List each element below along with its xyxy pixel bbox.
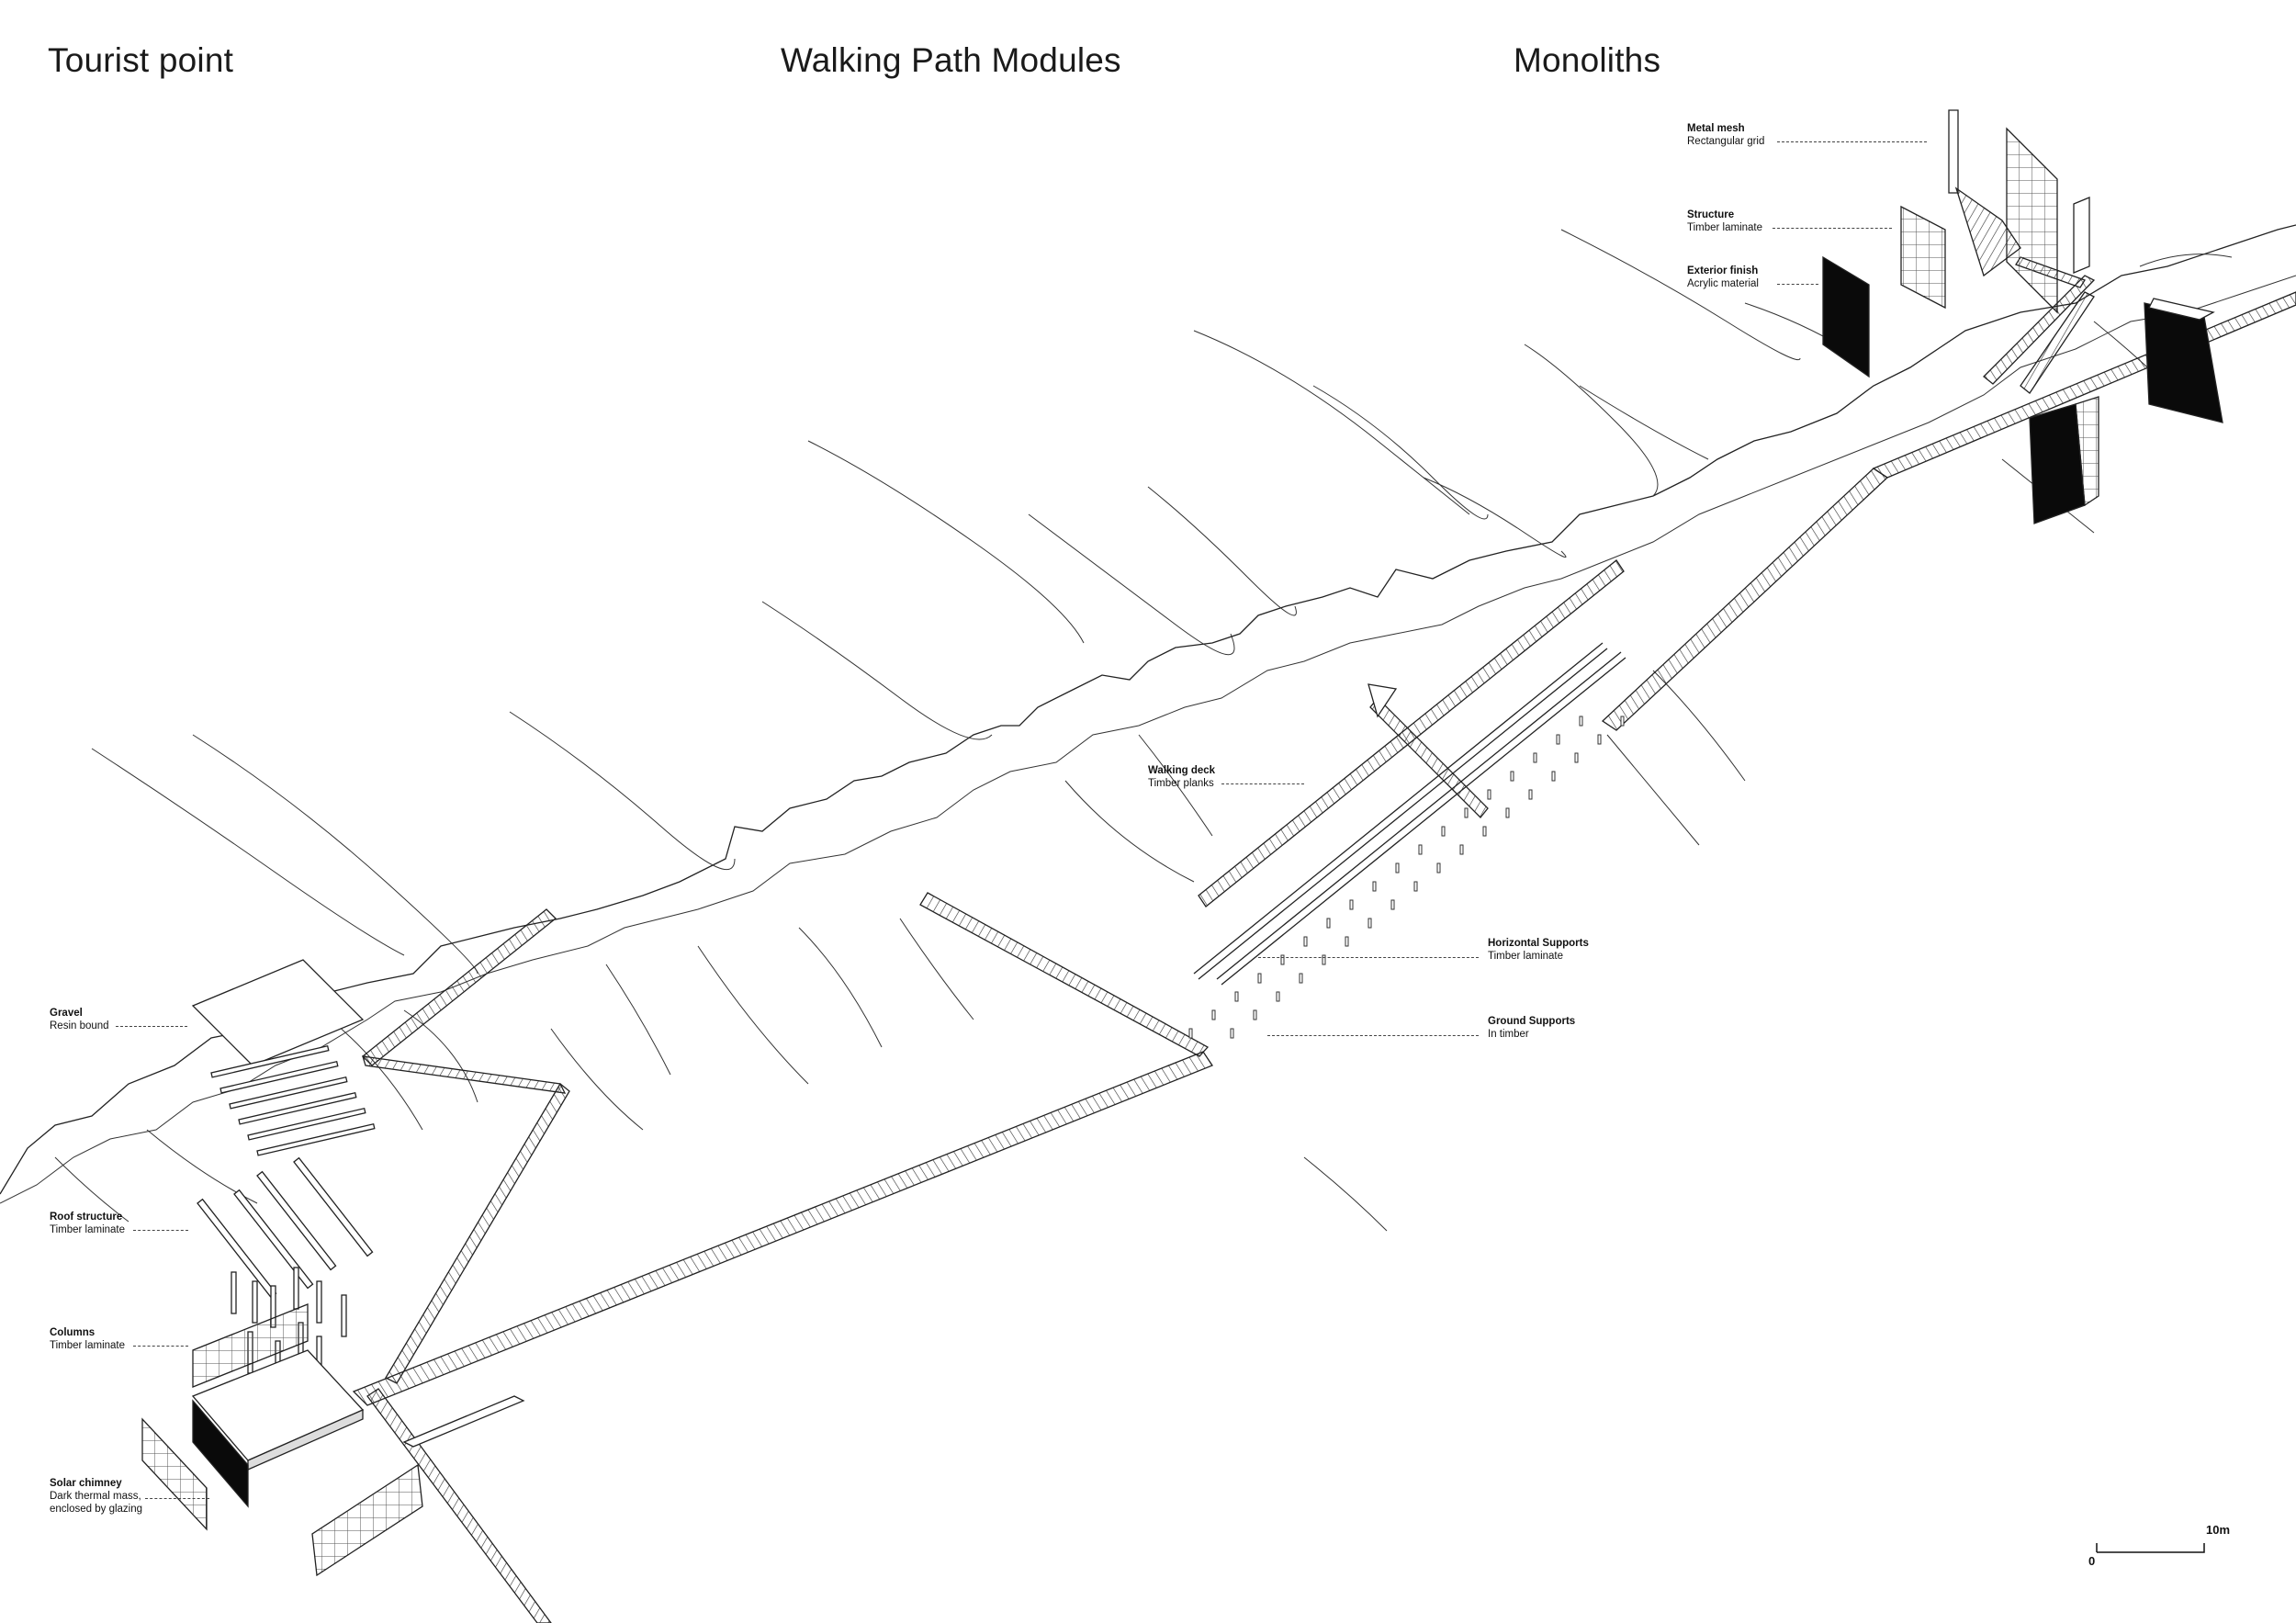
callout-ground-sub: In timber	[1488, 1029, 1529, 1040]
callout-gravel-sub: Resin bound	[50, 1020, 109, 1031]
structure-stair	[1954, 186, 2021, 277]
callout-gravel-label: Gravel	[50, 1008, 83, 1019]
leader-chimney	[145, 1498, 209, 1499]
canyon-lower-edge	[0, 275, 2296, 1204]
scale-bar-start: 0	[2088, 1554, 2096, 1568]
solar-chimney-dark-wall	[192, 1399, 249, 1508]
gravel-roof-plane	[191, 959, 365, 1066]
callout-structure-label: Structure	[1687, 209, 1735, 220]
leader-roof	[133, 1230, 188, 1231]
monolith-2-side	[2075, 396, 2099, 507]
monolith-exploded	[1822, 109, 2223, 524]
title-monoliths: Monoliths	[1514, 41, 1661, 79]
callout-exterior-sub: Acrylic material	[1687, 278, 1759, 289]
canyon-ridge	[0, 224, 2296, 1195]
leader-gravel	[116, 1026, 187, 1027]
callout-horizontal-sub: Timber laminate	[1488, 951, 1564, 962]
boardwalk-main-long	[352, 1051, 1213, 1406]
glazing-panel-back	[192, 1303, 309, 1388]
callout-horizontal: Horizontal Supports Timber laminate	[1488, 937, 1589, 963]
title-walking-path: Walking Path Modules	[781, 41, 1121, 79]
boardwalk-monolith-long	[1601, 468, 1889, 731]
callout-deck-sub: Timber planks	[1148, 778, 1214, 789]
callout-chimney: Solar chimney Dark thermal mass, enclose…	[50, 1477, 142, 1516]
leader-ground	[1267, 1035, 1479, 1036]
callout-roof-sub: Timber laminate	[50, 1224, 126, 1235]
walking-deck-cross	[1369, 697, 1489, 818]
boardwalk-zigzag-c	[362, 1055, 567, 1094]
callout-exterior-label: Exterior finish	[1687, 265, 1759, 276]
callout-deck-label: Walking deck	[1148, 765, 1216, 776]
callout-chimney-label: Solar chimney	[50, 1478, 122, 1489]
callout-roof-label: Roof structure	[50, 1212, 123, 1223]
mesh-back-panel	[2073, 197, 2090, 274]
callout-mesh-sub: Rectangular grid	[1687, 136, 1765, 147]
metal-mesh-side	[1948, 109, 1959, 194]
callout-columns: Columns Timber laminate	[50, 1326, 125, 1352]
leader-columns	[133, 1346, 188, 1347]
callout-columns-sub: Timber laminate	[50, 1340, 126, 1351]
boardwalk-zigzag-a	[919, 892, 1210, 1057]
horizontal-support-1	[1193, 642, 1604, 975]
leader-exterior	[1777, 284, 1818, 285]
tourist-point	[141, 959, 525, 1577]
callout-chimney-sub1: Dark thermal mass,	[50, 1491, 141, 1502]
exterior-finish-panel	[1822, 255, 1870, 378]
callout-exterior: Exterior finish Acrylic material	[1687, 265, 1759, 290]
callout-chimney-sub2: enclosed by glazing	[50, 1504, 143, 1515]
metal-mesh-panel	[2006, 127, 2058, 314]
callout-roof: Roof structure Timber laminate	[50, 1211, 125, 1236]
scale-bar	[2096, 1543, 2205, 1553]
monolith-2	[2029, 403, 2086, 524]
roof-structure-joists	[197, 1156, 374, 1299]
horizontal-support-2b	[1221, 657, 1626, 986]
structure-frame	[1900, 205, 1946, 310]
callout-mesh-label: Metal mesh	[1687, 123, 1745, 134]
horizontal-support-2	[1216, 651, 1622, 980]
boardwalk-monolith-branch	[2020, 291, 2095, 394]
boardwalk-monolith-branch-2	[1983, 275, 2096, 385]
walking-path-module	[1193, 559, 1626, 986]
leader-structure	[1773, 228, 1892, 229]
leader-horizontal	[1258, 957, 1479, 958]
scale-bar-end: 10m	[2206, 1523, 2231, 1537]
boardwalks	[352, 256, 2296, 1623]
callout-gravel: Gravel Resin bound	[50, 1007, 109, 1032]
callout-horizontal-label: Horizontal Supports	[1488, 938, 1589, 949]
ground-supports	[1188, 716, 1625, 1039]
callout-columns-label: Columns	[50, 1327, 96, 1338]
glazing-panel-left	[141, 1417, 208, 1531]
callout-ground: Ground Supports In timber	[1488, 1015, 1575, 1041]
path-end-arrow	[1367, 683, 1398, 718]
callout-structure-sub: Timber laminate	[1687, 222, 1763, 233]
leader-mesh	[1777, 141, 1927, 142]
callout-deck: Walking deck Timber planks	[1148, 764, 1215, 790]
callout-mesh: Metal mesh Rectangular grid	[1687, 122, 1764, 148]
callout-ground-label: Ground Supports	[1488, 1016, 1576, 1027]
boardwalk-zigzag-b	[362, 908, 557, 1066]
roof-beams	[210, 1044, 376, 1156]
glazing-panel-front	[311, 1463, 423, 1577]
monolith-1-top	[2148, 298, 2215, 321]
boardwalk-exit	[366, 1388, 552, 1623]
monolith-1	[2144, 302, 2223, 423]
callout-structure: Structure Timber laminate	[1687, 209, 1762, 234]
bench	[402, 1395, 525, 1448]
horizontal-support-1b	[1198, 648, 1608, 980]
leader-deck	[1221, 783, 1304, 784]
boardwalk-zigzag-d	[385, 1083, 570, 1384]
title-tourist-point: Tourist point	[48, 41, 234, 79]
